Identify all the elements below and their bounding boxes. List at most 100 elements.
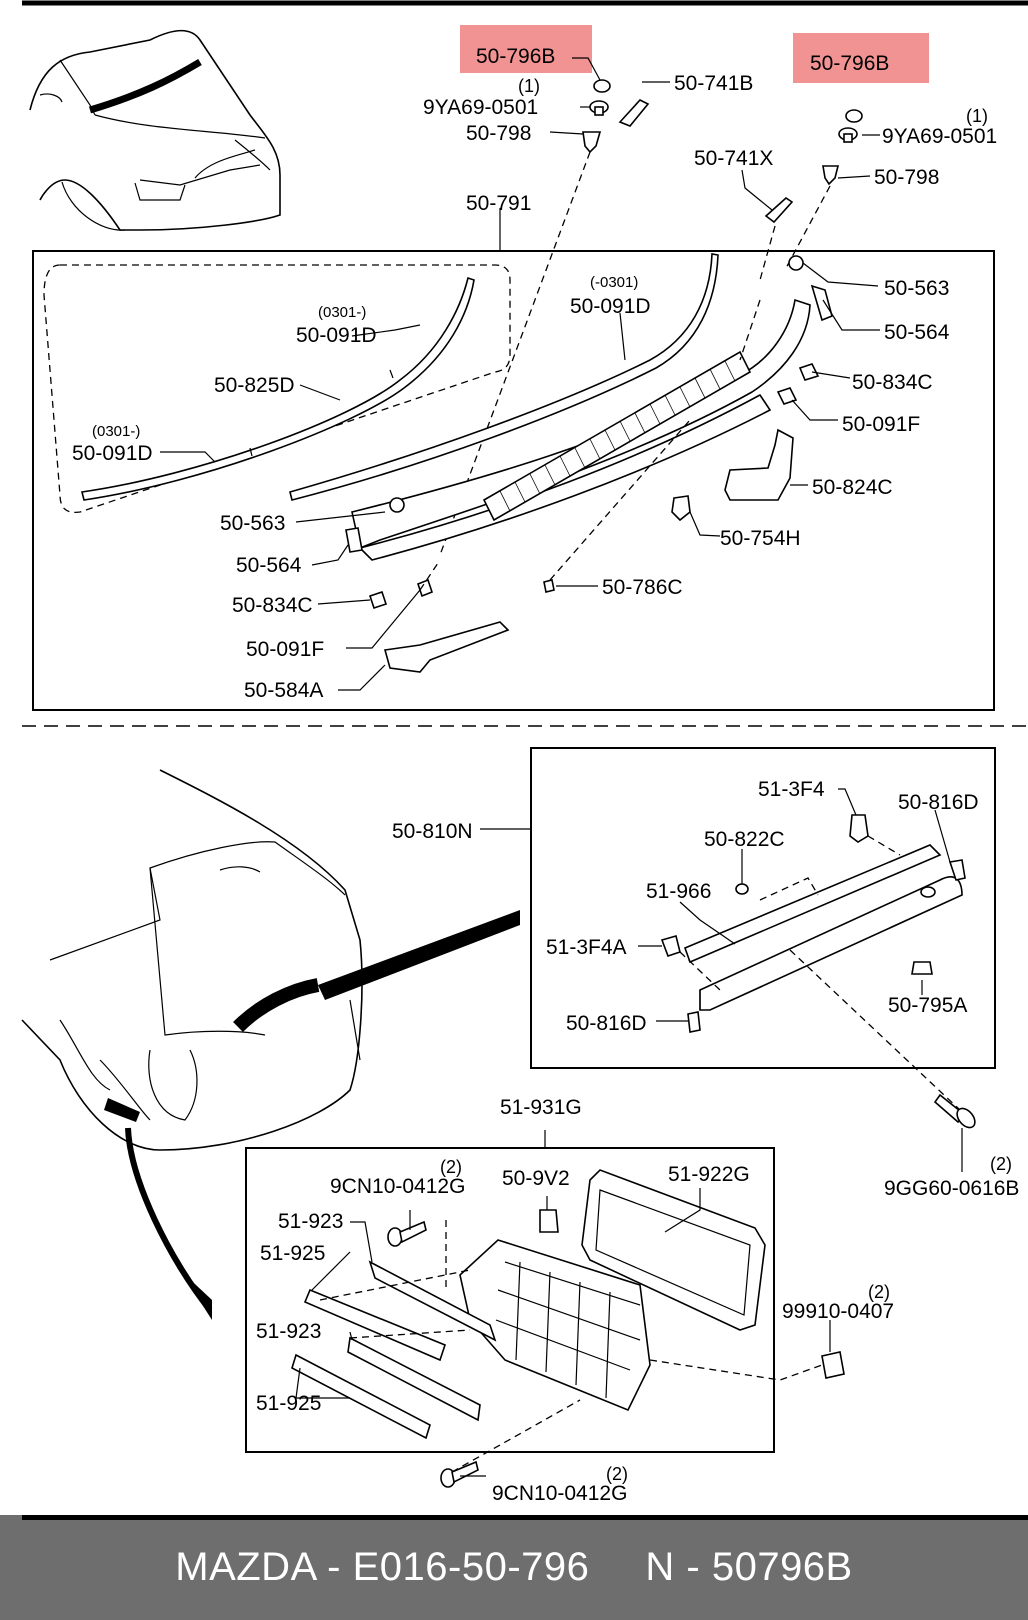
label-51-3F4: 51-3F4 — [758, 778, 825, 801]
label-50-564-left: 50-564 — [236, 554, 302, 577]
clip-9YA69-0501-right — [838, 127, 858, 143]
optional-group-outline — [43, 264, 511, 514]
label-51-925-a: 51-925 — [260, 1242, 325, 1265]
clip-51-3F4A — [660, 935, 681, 958]
label-50-816D-top: 50-816D — [898, 791, 979, 814]
cowl-group-frame — [32, 250, 995, 711]
qty-2-9CN-bottom: (2) — [606, 1464, 628, 1484]
strip-51-925-b — [291, 1353, 431, 1440]
label-50-091D-a: 50-091D — [296, 324, 377, 347]
clip-50-786C — [543, 579, 555, 593]
seal-51-922G — [581, 1169, 766, 1331]
label-9CN10-0412G-bottom: 9CN10-0412G — [492, 1482, 627, 1505]
clip-50-091F-left — [417, 578, 433, 598]
label-50-798-left: 50-798 — [466, 122, 531, 145]
cap-50-796B-right — [845, 109, 863, 123]
parts-diagram: 50-796B (1) 9YA69-0501 50-798 50-741B 50… — [21, 0, 1028, 1505]
screw-9CN10-0412G-top — [387, 1220, 427, 1247]
label-50-741B: 50-741B — [674, 72, 753, 95]
qty-2-99910: (2) — [868, 1282, 890, 1302]
label-51-923-a: 51-923 — [278, 1210, 343, 1233]
highlight-box-left — [460, 25, 592, 73]
label-50-563-left: 50-563 — [220, 512, 285, 535]
label-50-795A: 50-795A — [888, 994, 967, 1017]
qty-1-left: (1) — [518, 76, 540, 96]
clip-51-3F4 — [849, 814, 869, 843]
date-0301-from-a: (0301-) — [318, 304, 366, 321]
label-51-925-b: 51-925 — [256, 1392, 321, 1415]
label-51-3F4A: 51-3F4A — [546, 936, 627, 959]
label-99910-0407: 99910-0407 — [782, 1300, 894, 1323]
label-50-584A: 50-584A — [244, 679, 323, 702]
date-0301-from-c: (0301-) — [92, 423, 140, 440]
label-50-834C-right: 50-834C — [852, 371, 933, 394]
label-50-816D-bottom: 50-816D — [566, 1012, 647, 1035]
label-50-796B-right: 50-796B — [810, 52, 889, 75]
clip-50-754H — [671, 495, 691, 522]
strip-51-925-a — [303, 1288, 446, 1362]
clip-50-795A — [911, 961, 933, 975]
cap-50-796B-left — [593, 79, 611, 93]
footer-n-number: N - 50796B — [645, 1545, 853, 1589]
qty-2-9CN-top: (2) — [440, 1157, 462, 1177]
label-51-923-b: 51-923 — [256, 1320, 321, 1343]
label-50-564-right: 50-564 — [884, 321, 950, 344]
label-50-091D-b: 50-091D — [570, 295, 651, 318]
label-51-931G: 51-931G — [500, 1096, 582, 1119]
leader-lines-garnish — [480, 788, 961, 1111]
clip-50-564-right — [810, 284, 833, 322]
bolt-9GG60-0616B — [933, 1093, 976, 1172]
footer-top-bar — [22, 1515, 1028, 1520]
label-9YA69-0501-right: 9YA69-0501 — [882, 125, 997, 148]
clip-50-816D-top — [948, 859, 966, 881]
label-51-966: 51-966 — [646, 880, 711, 903]
label-50-741X: 50-741X — [694, 147, 773, 170]
label-9CN10-0412G-top: 9CN10-0412G — [330, 1175, 465, 1198]
fastener-50-798-right — [822, 165, 840, 186]
clip-50-834C-left — [368, 590, 388, 610]
seal-50-091D-left-group — [81, 276, 475, 501]
screw-9CN10-0412G-bottom — [440, 1460, 479, 1488]
rear-car-illustration — [21, 769, 520, 1320]
vent-group-frame — [245, 1147, 775, 1453]
label-50-091F-right: 50-091F — [842, 413, 920, 436]
cowl-seal-50-091D — [289, 253, 719, 501]
date-to-0301: (-0301) — [590, 274, 638, 291]
strip-51-923-a — [368, 1260, 497, 1342]
clip-50-822C — [735, 883, 749, 895]
clip-50-834C-right — [798, 363, 820, 381]
seal-50-584A — [383, 621, 510, 673]
clip-50-9V2 — [539, 1209, 559, 1233]
footer-oem-number: MAZDA - E016-50-796 — [175, 1545, 590, 1589]
clip-50-091F-right — [776, 387, 798, 405]
qty-2-9GG: (2) — [990, 1154, 1012, 1174]
label-9GG60-0616B: 9GG60-0616B — [884, 1177, 1019, 1200]
label-50-091D-c: 50-091D — [72, 442, 153, 465]
part-number-footer: MAZDA - E016-50-796 N - 50796B — [0, 1515, 1028, 1620]
label-50-798-right: 50-798 — [874, 166, 939, 189]
seal-50-824C — [724, 428, 794, 501]
leader-lines-vent — [295, 1130, 831, 1477]
qty-1-right: (1) — [966, 106, 988, 126]
label-50-9V2: 50-9V2 — [502, 1167, 570, 1190]
garnish-group-frame — [530, 747, 996, 1069]
clip-99910-0407 — [821, 1351, 845, 1379]
label-51-922G: 51-922G — [668, 1163, 750, 1186]
cowl-panel-50-791 — [351, 255, 811, 561]
strip-51-923-b — [347, 1336, 481, 1422]
label-50-796B-left: 50-796B — [476, 45, 555, 68]
bracket-50-741B — [618, 99, 650, 127]
clip-50-564-left — [345, 527, 363, 553]
label-50-825D: 50-825D — [214, 374, 295, 397]
garnish-51-966 — [683, 844, 963, 1011]
leader-lines-cowl — [160, 262, 880, 691]
label-50-810N: 50-810N — [392, 820, 473, 843]
front-car-illustration — [29, 29, 281, 231]
label-50-834C-left: 50-834C — [232, 594, 313, 617]
vent-51-931G — [459, 1239, 651, 1412]
label-50-824C: 50-824C — [812, 476, 893, 499]
label-50-754H: 50-754H — [720, 527, 801, 550]
clip-50-816D-bottom — [687, 1011, 701, 1033]
grille-hatching — [499, 360, 736, 512]
label-50-786C: 50-786C — [602, 576, 683, 599]
